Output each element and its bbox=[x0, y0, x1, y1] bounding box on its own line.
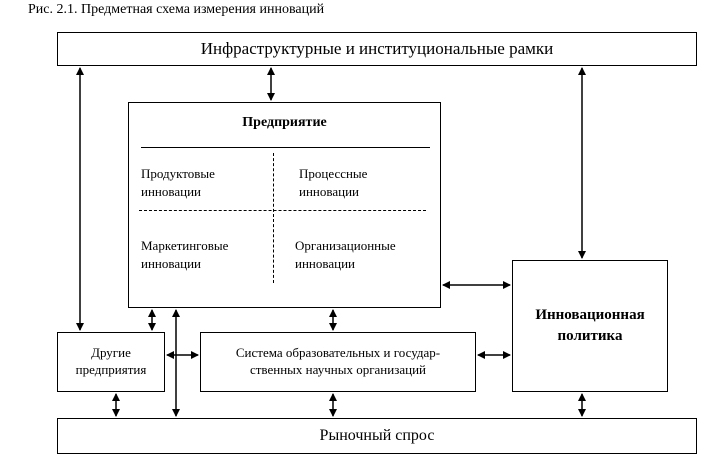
marketing-innovations: Маркетинговые инновации bbox=[141, 237, 228, 272]
organizational-line-2: инновации bbox=[295, 255, 355, 271]
infrastructure-box: Инфраструктурные и институциональные рам… bbox=[57, 32, 697, 66]
product-line-2: инновации bbox=[141, 183, 201, 199]
marketing-line-2: инновации bbox=[141, 255, 201, 271]
market-demand-box: Рыночный спрос bbox=[57, 418, 697, 454]
science-line-1: Система образовательных и государ- bbox=[235, 345, 441, 361]
market-demand-label: Рыночный спрос bbox=[319, 427, 435, 444]
vertical-dashed-divider bbox=[273, 153, 274, 283]
enterprise-box: Предприятие Продуктовые инновации Процес… bbox=[128, 102, 441, 308]
science-system-box: Система образовательных и государ- ствен… bbox=[200, 332, 476, 392]
marketing-line-1: Маркетинговые bbox=[141, 238, 229, 253]
figure-caption: Рис. 2.1. Предметная схема измерения инн… bbox=[28, 2, 325, 17]
process-innovations: Процессные инновации bbox=[299, 165, 367, 200]
horizontal-dashed-divider bbox=[139, 210, 426, 211]
other-enterprises-box: Другие предприятия bbox=[57, 332, 165, 392]
other-line-2: предприятия bbox=[75, 362, 147, 377]
process-line-1: Процессные bbox=[299, 166, 368, 181]
organizational-line-1: Организационные bbox=[295, 238, 396, 253]
product-innovations: Продуктовые инновации bbox=[141, 165, 215, 200]
innovation-policy-box: Инновационная политика bbox=[512, 260, 668, 392]
other-line-1: Другие bbox=[91, 345, 131, 361]
enterprise-divider bbox=[141, 147, 430, 148]
policy-line-1: Инновационная bbox=[535, 307, 645, 323]
enterprise-title: Предприятие bbox=[242, 115, 327, 130]
product-line-1: Продуктовые bbox=[141, 166, 215, 181]
policy-line-2: политика bbox=[557, 328, 623, 344]
infrastructure-label: Инфраструктурные и институциональные рам… bbox=[200, 39, 554, 58]
science-line-2: ственных научных организаций bbox=[249, 362, 426, 377]
organizational-innovations: Организационные инновации bbox=[295, 237, 396, 272]
process-line-2: инновации bbox=[299, 183, 359, 199]
